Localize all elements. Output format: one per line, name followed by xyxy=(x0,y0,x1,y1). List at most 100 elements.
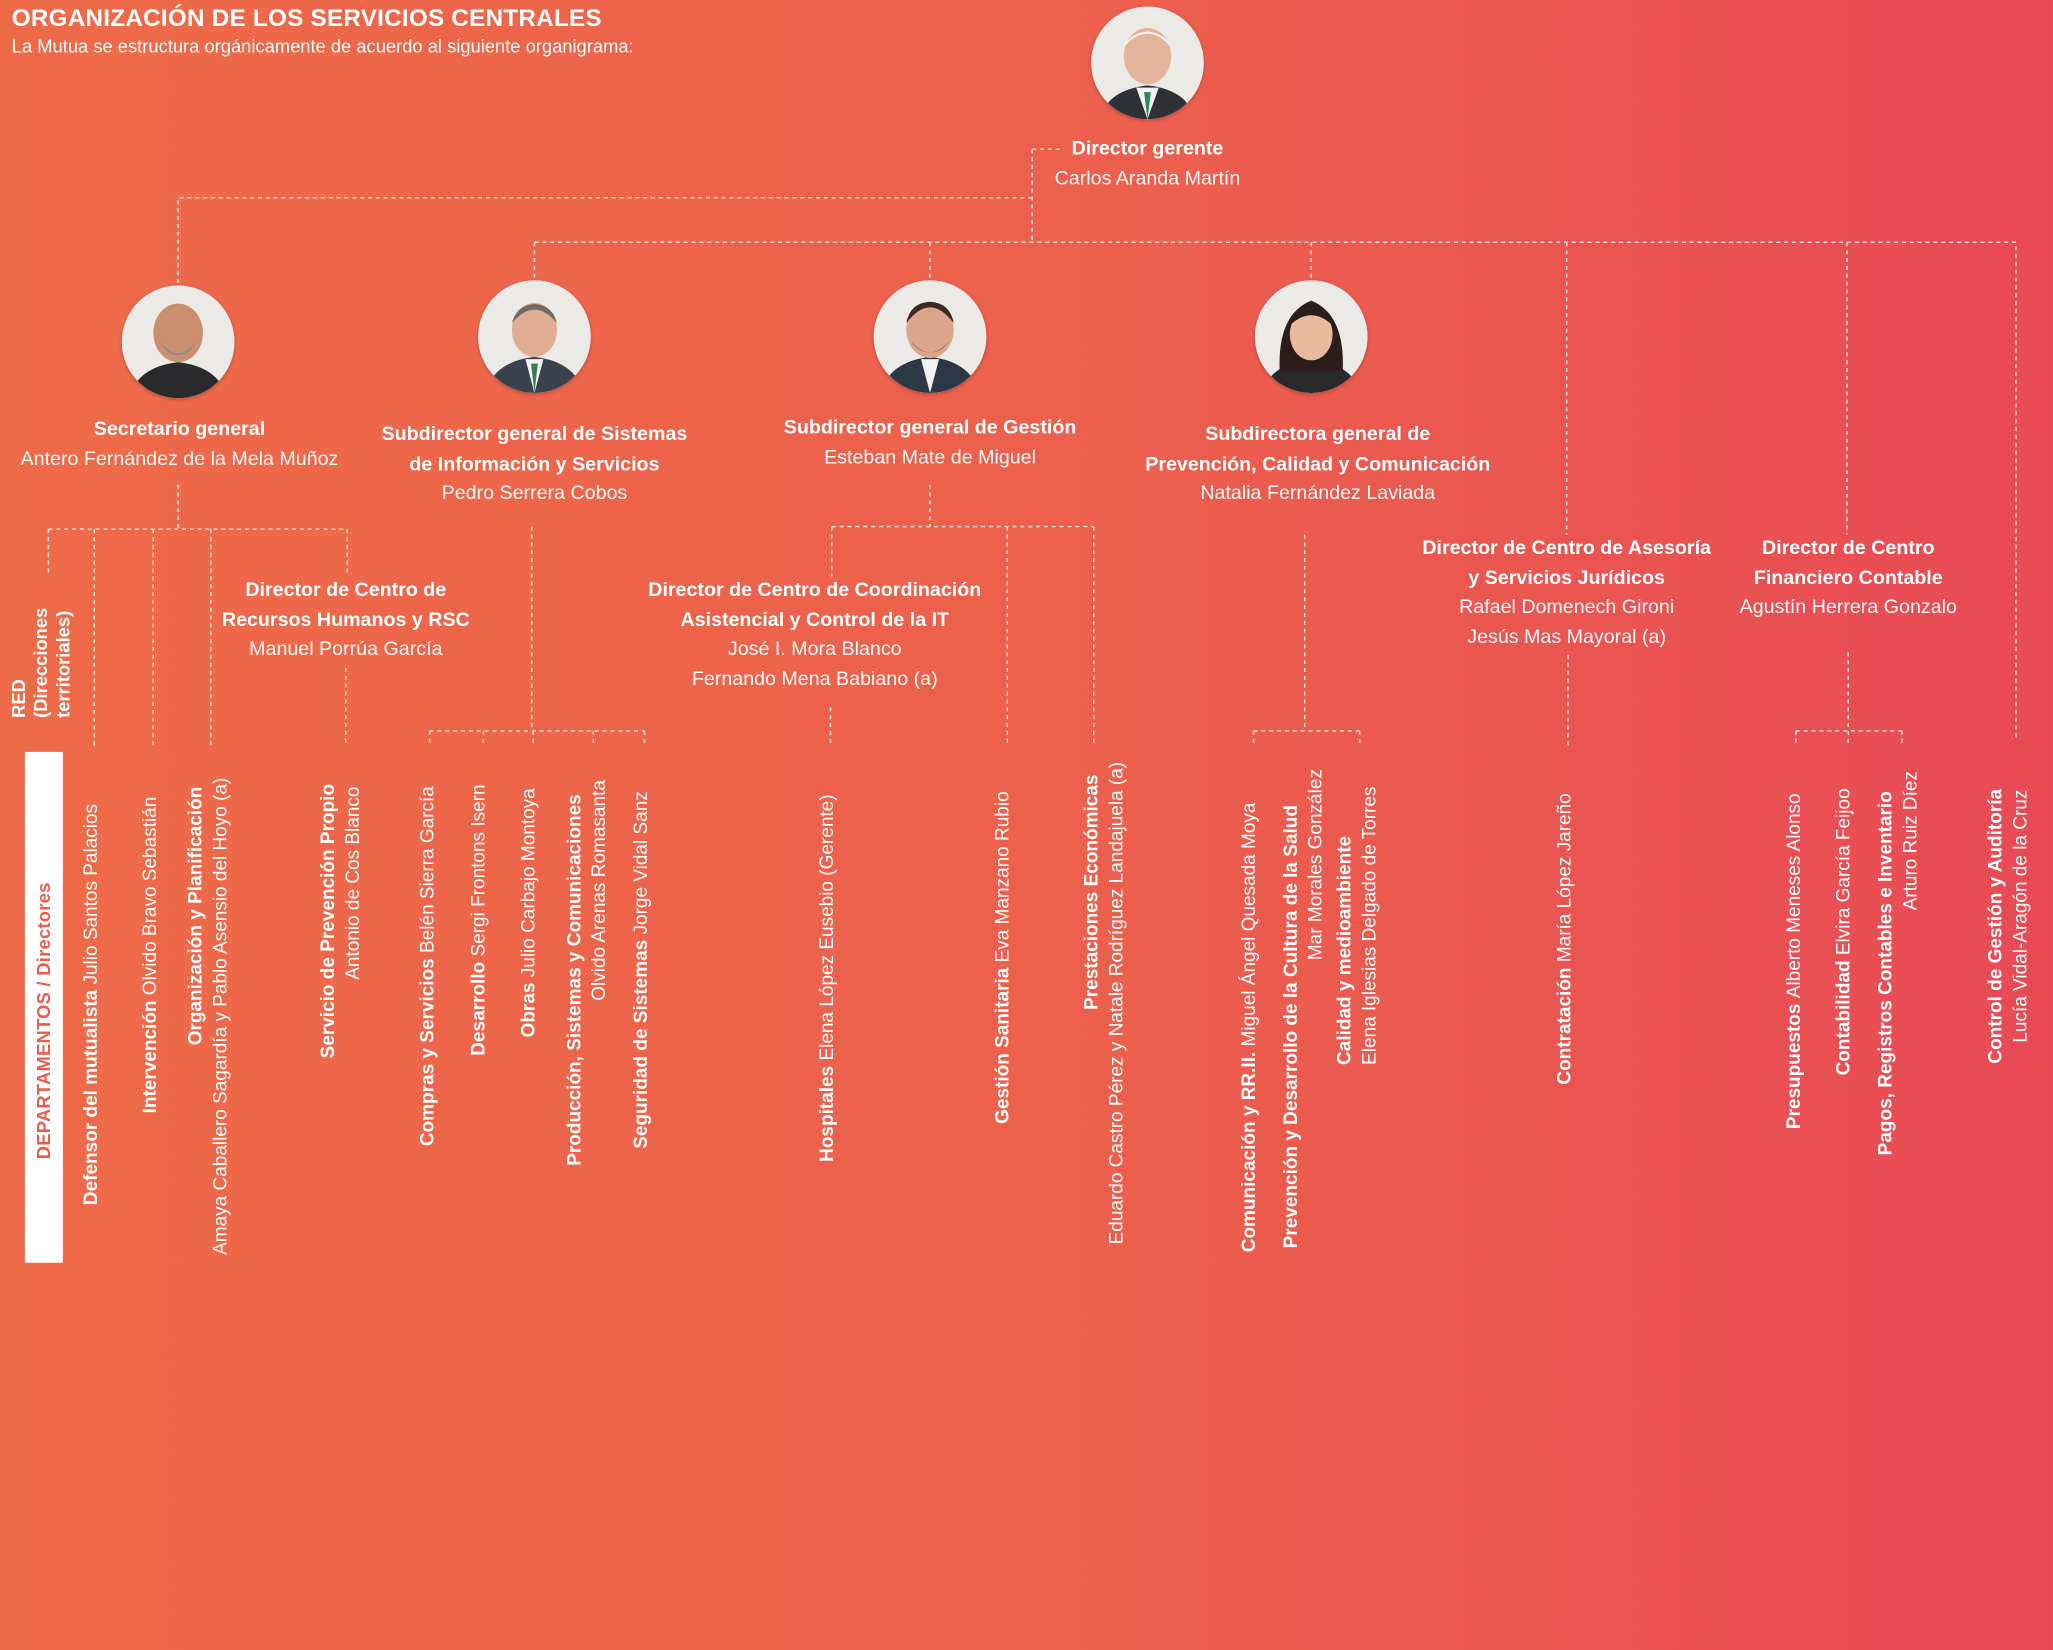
dept-defensor: Defensor del mutualista Julio Santos Pal… xyxy=(80,804,105,1205)
dept-contratacion-name: Contratación xyxy=(1554,967,1576,1085)
dept-hospitales-person: Elena López Eusebio (Gerente) xyxy=(817,794,839,1061)
coordinacion-role-1: Director de Centro de Coordinación xyxy=(648,578,982,602)
dept-contabilidad: Contabilidad Elvira García Feijoo xyxy=(1833,788,1858,1075)
dept-comunicacion: Comunicación y RR.II. Miguel Ángel Quesa… xyxy=(1238,803,1263,1253)
asesoria-node: Director de Centro de Asesoría y Servici… xyxy=(1422,534,1711,652)
director-name: Carlos Aranda Martín xyxy=(1054,167,1241,190)
prevencion-name: Natalia Fernández Laviada xyxy=(1200,482,1436,505)
gestion-role: Subdirector general de Gestión xyxy=(783,416,1077,439)
dept-defensor-person: Julio Santos Palacios xyxy=(81,803,103,985)
dept-comunicacion-person: Miguel Ángel Quesada Moya xyxy=(1239,802,1261,1047)
financiero-role-1: Director de Centro xyxy=(1762,537,1935,560)
asesoria-role-2: y Servicios Jurídicos xyxy=(1468,566,1665,589)
dept-pagos-person: Arturo Ruiz Díez xyxy=(1900,771,1922,911)
departments-bar xyxy=(24,751,63,1263)
gestion-photo xyxy=(873,280,987,393)
dept-contratacion-person: María López Jareño xyxy=(1554,793,1576,963)
coordinacion-node: Director de Centro de Coordinación Asist… xyxy=(648,576,981,694)
red-label-line-3: territoriales) xyxy=(52,610,74,718)
secretario-node: Secretario general Antero Fernández de l… xyxy=(21,415,339,474)
dept-seguridad-person: Jorge Vidal Sanz xyxy=(631,791,653,935)
dept-control-person: Lucía Vidal-Aragón de la Cruz xyxy=(2010,789,2032,1043)
dept-comunicacion-name: Comunicación y RR.II. xyxy=(1239,1051,1261,1253)
connector-lines xyxy=(47,148,2017,747)
dept-cultura: Prevención y Desarrollo de la Cultura de… xyxy=(1280,769,1330,1248)
asesoria-name-1: Rafael Domenech Gironi xyxy=(1459,596,1675,619)
dept-presupuestos-name: Presupuestos xyxy=(1784,1003,1806,1130)
gestion-node: Subdirector general de Gestión Esteban M… xyxy=(784,414,1077,473)
dept-presupuestos: Presupuestos Alberto Meneses Alonso xyxy=(1783,793,1808,1129)
dept-presupuestos-person: Alberto Meneses Alonso xyxy=(1784,793,1806,999)
dept-produccion-person: Olvido Arenas Romasanta xyxy=(589,780,611,1001)
dept-produccion-name: Producción, Sistemas y Comunicaciones xyxy=(564,794,586,1166)
dept-hospitales: Hospitales Elena López Eusebio (Gerente) xyxy=(816,794,841,1161)
coordinacion-role-2: Asistencial y Control de la IT xyxy=(680,608,950,631)
red-label: RED (Direcciones territoriales) xyxy=(8,608,75,718)
dept-organizacion-name: Organización y Planificación xyxy=(186,786,207,1046)
dept-contratacion: Contratación María López Jareño xyxy=(1554,793,1579,1084)
dept-compras-person: Belén Sierra García xyxy=(417,786,439,953)
secretario-role: Secretario general xyxy=(93,417,266,441)
prevencion-photo xyxy=(1254,280,1368,393)
page-subtitle: La Mutua se estructura orgánicamente de … xyxy=(11,35,634,57)
financiero-name: Agustín Herrera Gonzalo xyxy=(1739,596,1957,619)
rrhh-node: Director de Centro de Recursos Humanos y… xyxy=(222,576,470,664)
dept-cultura-name: Prevención y Desarrollo de la Cultura de… xyxy=(1281,804,1303,1249)
dept-intervencion: Intervención Olvido Bravo Sebastián xyxy=(139,797,164,1114)
dept-desarrollo-person: Sergi Frontons Isern xyxy=(468,784,490,957)
page-title: ORGANIZACIÓN DE LOS SERVICIOS CENTRALES xyxy=(11,3,602,32)
dept-cultura-person: Mar Morales González xyxy=(1305,769,1327,961)
red-label-line-1: RED xyxy=(7,679,29,718)
dept-prestaciones-person: Eduardo Castro Pérez y Natale Rodríguez … xyxy=(1106,761,1128,1245)
red-label-line-2: (Direcciones xyxy=(30,607,52,718)
dept-contabilidad-name: Contabilidad xyxy=(1833,960,1855,1076)
sistemas-node: Subdirector general de Sistemas de Infor… xyxy=(382,420,688,508)
dept-serv-prevencion-person: Antonio de Cos Blanco xyxy=(343,786,365,980)
dept-desarrollo: Desarrollo Sergi Frontons Isern xyxy=(468,784,493,1055)
director-node: Director gerente Carlos Aranda Martín xyxy=(1055,135,1241,194)
dept-obras-name: Obras xyxy=(518,982,540,1038)
rrhh-name: Manuel Porrúa García xyxy=(249,637,443,661)
dept-pagos-name: Pagos, Registros Contables e Inventario xyxy=(1875,791,1897,1156)
prevencion-node: Subdirectora general de Prevención, Cali… xyxy=(1145,420,1490,508)
financiero-node: Director de Centro Financiero Contable A… xyxy=(1740,534,1957,622)
departments-label: DEPARTAMENTOS / Directores xyxy=(32,882,54,1160)
dept-obras-person: Julio Carbajo Montoya xyxy=(518,788,540,978)
prevencion-role-1: Subdirectora general de xyxy=(1205,423,1431,446)
rrhh-role-2: Recursos Humanos y RSC xyxy=(221,608,470,631)
dept-defensor-name: Defensor del mutualista xyxy=(81,989,103,1206)
director-role: Director gerente xyxy=(1071,137,1224,160)
dept-seguridad: Seguridad de Sistemas Jorge Vidal Sanz xyxy=(630,791,655,1149)
dept-calidad-name: Calidad y medioambiente xyxy=(1334,835,1356,1065)
dept-gestion-sanitaria-name: Gestión Sanitaria xyxy=(992,967,1014,1124)
dept-hospitales-name: Hospitales xyxy=(817,1065,839,1162)
sistemas-name: Pedro Serrera Cobos xyxy=(441,482,628,505)
dept-organizacion-person: Amaya Caballero Sagardía y Pablo Asensio… xyxy=(210,777,232,1255)
dept-compras-name: Compras y Servicios xyxy=(417,958,439,1147)
dept-contabilidad-person: Elvira García Feijoo xyxy=(1833,788,1855,956)
dept-intervencion-person: Olvido Bravo Sebastián xyxy=(140,796,162,996)
dept-obras: Obras Julio Carbajo Montoya xyxy=(517,788,542,1037)
dept-gestion-sanitaria-person: Eva Manzano Rubio xyxy=(992,791,1014,963)
prevencion-role-2: Prevención, Calidad y Comunicación xyxy=(1145,452,1491,475)
coordinacion-name-2: Fernando Mena Babiano (a) xyxy=(691,667,938,690)
dept-calidad-person: Elena Iglesias Delgado de Torres xyxy=(1359,786,1381,1065)
dept-control-name: Control de Gestión y Auditoría xyxy=(1985,788,2007,1064)
sistemas-role-1: Subdirector general de Sistemas xyxy=(381,423,688,446)
rrhh-role-1: Director de Centro de xyxy=(245,578,447,602)
sistemas-photo xyxy=(478,280,591,393)
director-photo xyxy=(1091,6,1204,120)
secretario-name: Antero Fernández de la Mela Muñoz xyxy=(20,447,339,470)
financiero-role-2: Financiero Contable xyxy=(1753,566,1943,589)
coordinacion-name-1: José I. Mora Blanco xyxy=(727,637,902,661)
dept-compras: Compras y Servicios Belén Sierra García xyxy=(417,786,442,1146)
asesoria-role-1: Director de Centro de Asesoría xyxy=(1422,537,1711,560)
dept-gestion-sanitaria: Gestión Sanitaria Eva Manzano Rubio xyxy=(992,791,1017,1124)
dept-desarrollo-name: Desarrollo xyxy=(468,961,490,1056)
